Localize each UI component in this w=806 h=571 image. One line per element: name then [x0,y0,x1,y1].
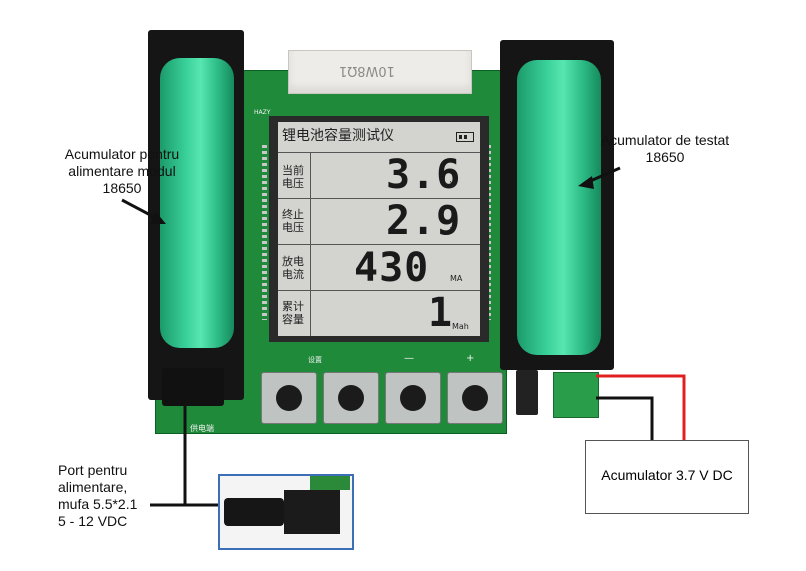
capacity-value: 1 [428,290,454,336]
brand-silk: HAZY [254,109,271,116]
current-voltage-unit: V [450,180,456,189]
current-unit: MA [450,274,463,283]
power-port-label-line4: 5 - 12 VDC [58,513,128,529]
external-battery-label: Acumulator 3.7 V DC [601,467,733,483]
power-port-label-line3: mufa 5.5*2.1 [58,496,138,512]
right-battery-label-line1: Acumulator de testat [600,132,730,148]
right-battery-label: Acumulator de testat 18650 [585,132,745,166]
battery-level-icon [456,132,474,142]
row-label-capacity-2: 容量 [282,313,304,326]
row-label-current-voltage-2: 电压 [282,177,304,190]
switch[interactable] [516,370,538,415]
left-battery-label-line2: alimentare modul [68,163,176,179]
left-battery-label-line1: Acumulator pentru [64,146,180,162]
set-button[interactable] [261,372,317,424]
left-arrow-head [150,212,166,224]
lcd-screen: 锂电池容量测试仪 当前 电压 3.6 V 终止 电压 2.9 V 放电 电流 4… [278,122,480,336]
external-battery-box: Acumulator 3.7 V DC [585,440,749,514]
row-label-end-voltage-1: 终止 [282,208,304,221]
left-arrow-line [121,198,157,220]
end-voltage-value: 2.9 [386,198,462,244]
jack-inset-photo [218,474,354,550]
left-battery [160,58,234,348]
lcd-title: 锂电池容量测试仪 [282,128,394,144]
terminal-block[interactable] [553,372,599,418]
end-voltage-unit: V [450,226,456,235]
left-battery-label: Acumulator pentru alimentare modul 18650 [42,146,202,197]
right-arrow-head [578,176,594,189]
power-port-label-line2: alimentare, [58,479,128,495]
right-battery [517,60,601,355]
power-silk: 供电端 [190,424,214,433]
black-wire [596,396,654,440]
power-port-label: Port pentru alimentare, mufa 5.5*2.1 5 -… [58,462,137,530]
right-battery-label-line2: 18650 [645,149,685,165]
lcd-pins-left [262,145,267,320]
button-label-plus: + [466,353,475,364]
capacity-unit: Mah [452,322,469,331]
start-stop-button[interactable] [323,372,379,424]
power-resistor: 10W8Ω1 [288,50,472,94]
power-port-label-line1: Port pentru [58,462,128,478]
row-label-capacity-1: 累计 [282,300,304,313]
button-label-minus: — [404,353,414,364]
minus-button[interactable] [385,372,441,424]
row-label-current-voltage-1: 当前 [282,164,304,177]
power-jack[interactable] [162,368,224,406]
plus-button[interactable] [447,372,503,424]
row-label-current-1: 放电 [282,255,304,268]
left-battery-label-line3: 18650 [102,180,142,196]
red-wire [596,374,686,440]
row-label-current-2: 电流 [282,268,304,281]
right-arrow-line [587,166,621,184]
current-voltage-value: 3.6 [386,152,462,198]
current-value: 430 [354,245,430,291]
row-label-end-voltage-2: 电压 [282,221,304,234]
button-label-set: 设置 [308,356,322,364]
